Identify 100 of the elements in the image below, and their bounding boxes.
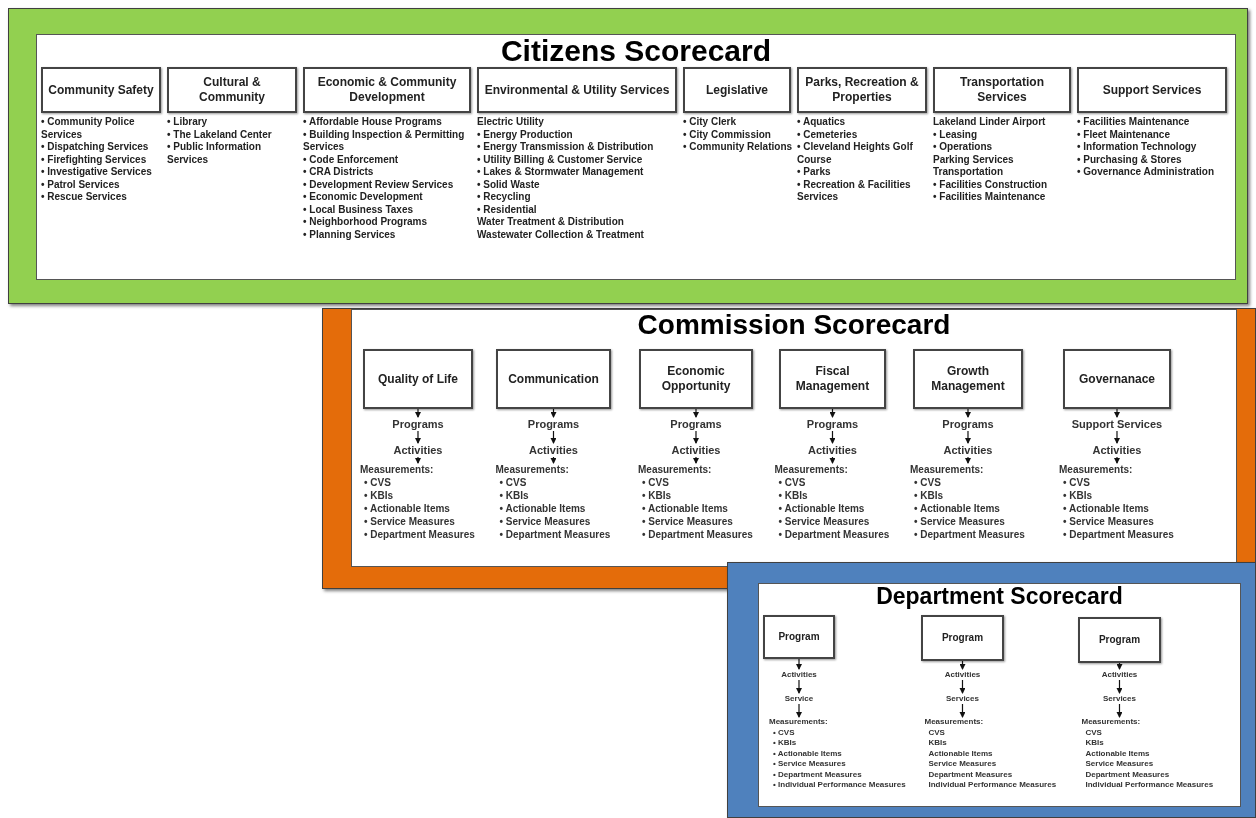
panel-title: Citizens Scorecard: [500, 34, 772, 68]
category-box: Economic & Community Development: [303, 67, 471, 113]
arrow: [1116, 703, 1123, 718]
list-item: • Service Measures: [641, 515, 733, 528]
category-box: Growth Management: [913, 349, 1023, 409]
list-item: • KBIs: [777, 489, 808, 502]
arrow: [1114, 408, 1120, 418]
flow-label: Activities: [393, 443, 443, 457]
category-box: Parks, Recreation & Properties: [797, 67, 927, 113]
arrow: [550, 456, 557, 464]
panel-title: Department Scorecard: [876, 583, 1123, 609]
arrow: [550, 408, 557, 418]
flow-label: Activities: [944, 669, 981, 680]
flow-label: Programs: [942, 417, 994, 431]
category-box: Cultural & Community: [167, 67, 297, 113]
arrow: [959, 679, 966, 694]
list-item: CVS: [1084, 727, 1102, 738]
list-item: • Fleet Maintenance: [1077, 128, 1171, 141]
category-box: Environmental & Utility Services: [477, 67, 677, 113]
measurements-heading: Measurements:: [360, 463, 434, 476]
arrow: [1116, 679, 1123, 694]
arrow: [829, 408, 836, 418]
arrow: [693, 456, 699, 464]
list-item: • Energy Production: [477, 128, 574, 141]
category-box: Support Services: [1077, 67, 1227, 113]
list-item: • Library: [167, 116, 209, 129]
panel-title: Commission Scorecard: [637, 309, 951, 341]
list-item: • Investigative Services: [41, 166, 153, 179]
category-box: Program: [921, 615, 1004, 661]
flow-label: Programs: [527, 417, 580, 431]
list-item: • KBIs: [641, 489, 672, 502]
list-item: • Service Measures: [363, 515, 455, 528]
list-item: • KBIs: [363, 489, 394, 502]
measurements-heading: Measurements:: [774, 463, 848, 476]
scorecard-panel: [727, 562, 1256, 818]
arrow: [796, 679, 802, 694]
list-item: • Energy Transmission & Distribution: [477, 141, 655, 154]
list-item: • Actionable Items: [777, 502, 865, 515]
list-item: KBIs: [927, 738, 947, 749]
list-item: • Governance Administration: [1077, 166, 1216, 179]
list-item: • CVS: [363, 476, 391, 489]
flow-label: Programs: [392, 417, 444, 431]
list-item: KBIs: [1084, 738, 1104, 749]
arrow: [1116, 662, 1123, 670]
list-item: • Cemeteries: [797, 128, 859, 141]
list-item: • Lakes & Stormwater Management: [477, 166, 645, 179]
list-item: • Department Measures: [772, 769, 862, 780]
arrow: [796, 703, 802, 718]
list-item: • CVS: [777, 476, 806, 489]
measurements-heading: Measurements:: [910, 463, 984, 476]
list-item: • CVS: [913, 476, 941, 489]
list-item: • Service Measures: [913, 515, 1005, 528]
list-item: • Building Inspection & Permitting Services: [303, 128, 466, 154]
list-item: • Actionable Items: [363, 502, 450, 515]
list-item: • Recycling: [477, 191, 532, 204]
list-item: • Individual Performance Measures: [772, 780, 906, 791]
arrow: [550, 430, 557, 444]
list-item: • Development Review Services: [303, 178, 455, 191]
list-item: Department Measures: [1084, 769, 1170, 780]
list-item: • KBIs: [498, 489, 529, 502]
flow-label: Support Services: [1071, 417, 1163, 431]
category-box: Quality of Life: [363, 349, 473, 409]
list-item: • Neighborhood Programs: [303, 216, 429, 229]
flow-label: Services: [946, 693, 979, 704]
arrow: [829, 430, 836, 444]
arrow: [1114, 430, 1120, 444]
list-item: • Department Measures: [1062, 528, 1174, 541]
list-item: • Department Measures: [498, 528, 611, 541]
list-item: • Department Measures: [363, 528, 475, 541]
list-item: • Purchasing & Stores: [1077, 153, 1183, 166]
list-item: Department Measures: [927, 769, 1013, 780]
arrow: [415, 430, 421, 444]
arrow: [1114, 456, 1120, 464]
list-item: • Actionable Items: [1062, 502, 1149, 515]
flow-label: Activities: [671, 443, 721, 457]
flow-label: Services: [1103, 693, 1136, 704]
list-item: • Dispatching Services: [41, 141, 150, 154]
list-item: • KBIs: [1062, 489, 1093, 502]
list-item: Electric Utility: [477, 116, 545, 129]
list-item: • Recreation & Facilities Services: [797, 178, 912, 204]
measurements-heading: Measurements:: [638, 463, 712, 476]
arrow: [959, 660, 966, 670]
arrow: [965, 408, 971, 418]
list-item: • Community Relations: [683, 141, 794, 154]
list-item: • Public Information Services: [167, 141, 263, 166]
list-item: • Operations: [933, 141, 994, 154]
flow-label: Activities: [943, 443, 993, 457]
list-item: • Department Measures: [913, 528, 1025, 541]
category-box: Governanace: [1063, 349, 1171, 409]
flow-label: Activities: [781, 669, 817, 680]
list-item: • Planning Services: [303, 228, 397, 241]
category-box: Program: [763, 615, 835, 659]
list-item: • Service Measures: [1062, 515, 1154, 528]
list-item: • CVS: [498, 476, 527, 489]
category-box: Transportation Services: [933, 67, 1071, 113]
list-item: CVS: [927, 727, 945, 738]
list-item: Individual Performance Measures: [1084, 780, 1214, 791]
list-item: Service Measures: [1084, 759, 1154, 770]
list-item: • Firefighting Services: [41, 153, 148, 166]
measurements-heading: Measurements:: [769, 717, 828, 728]
